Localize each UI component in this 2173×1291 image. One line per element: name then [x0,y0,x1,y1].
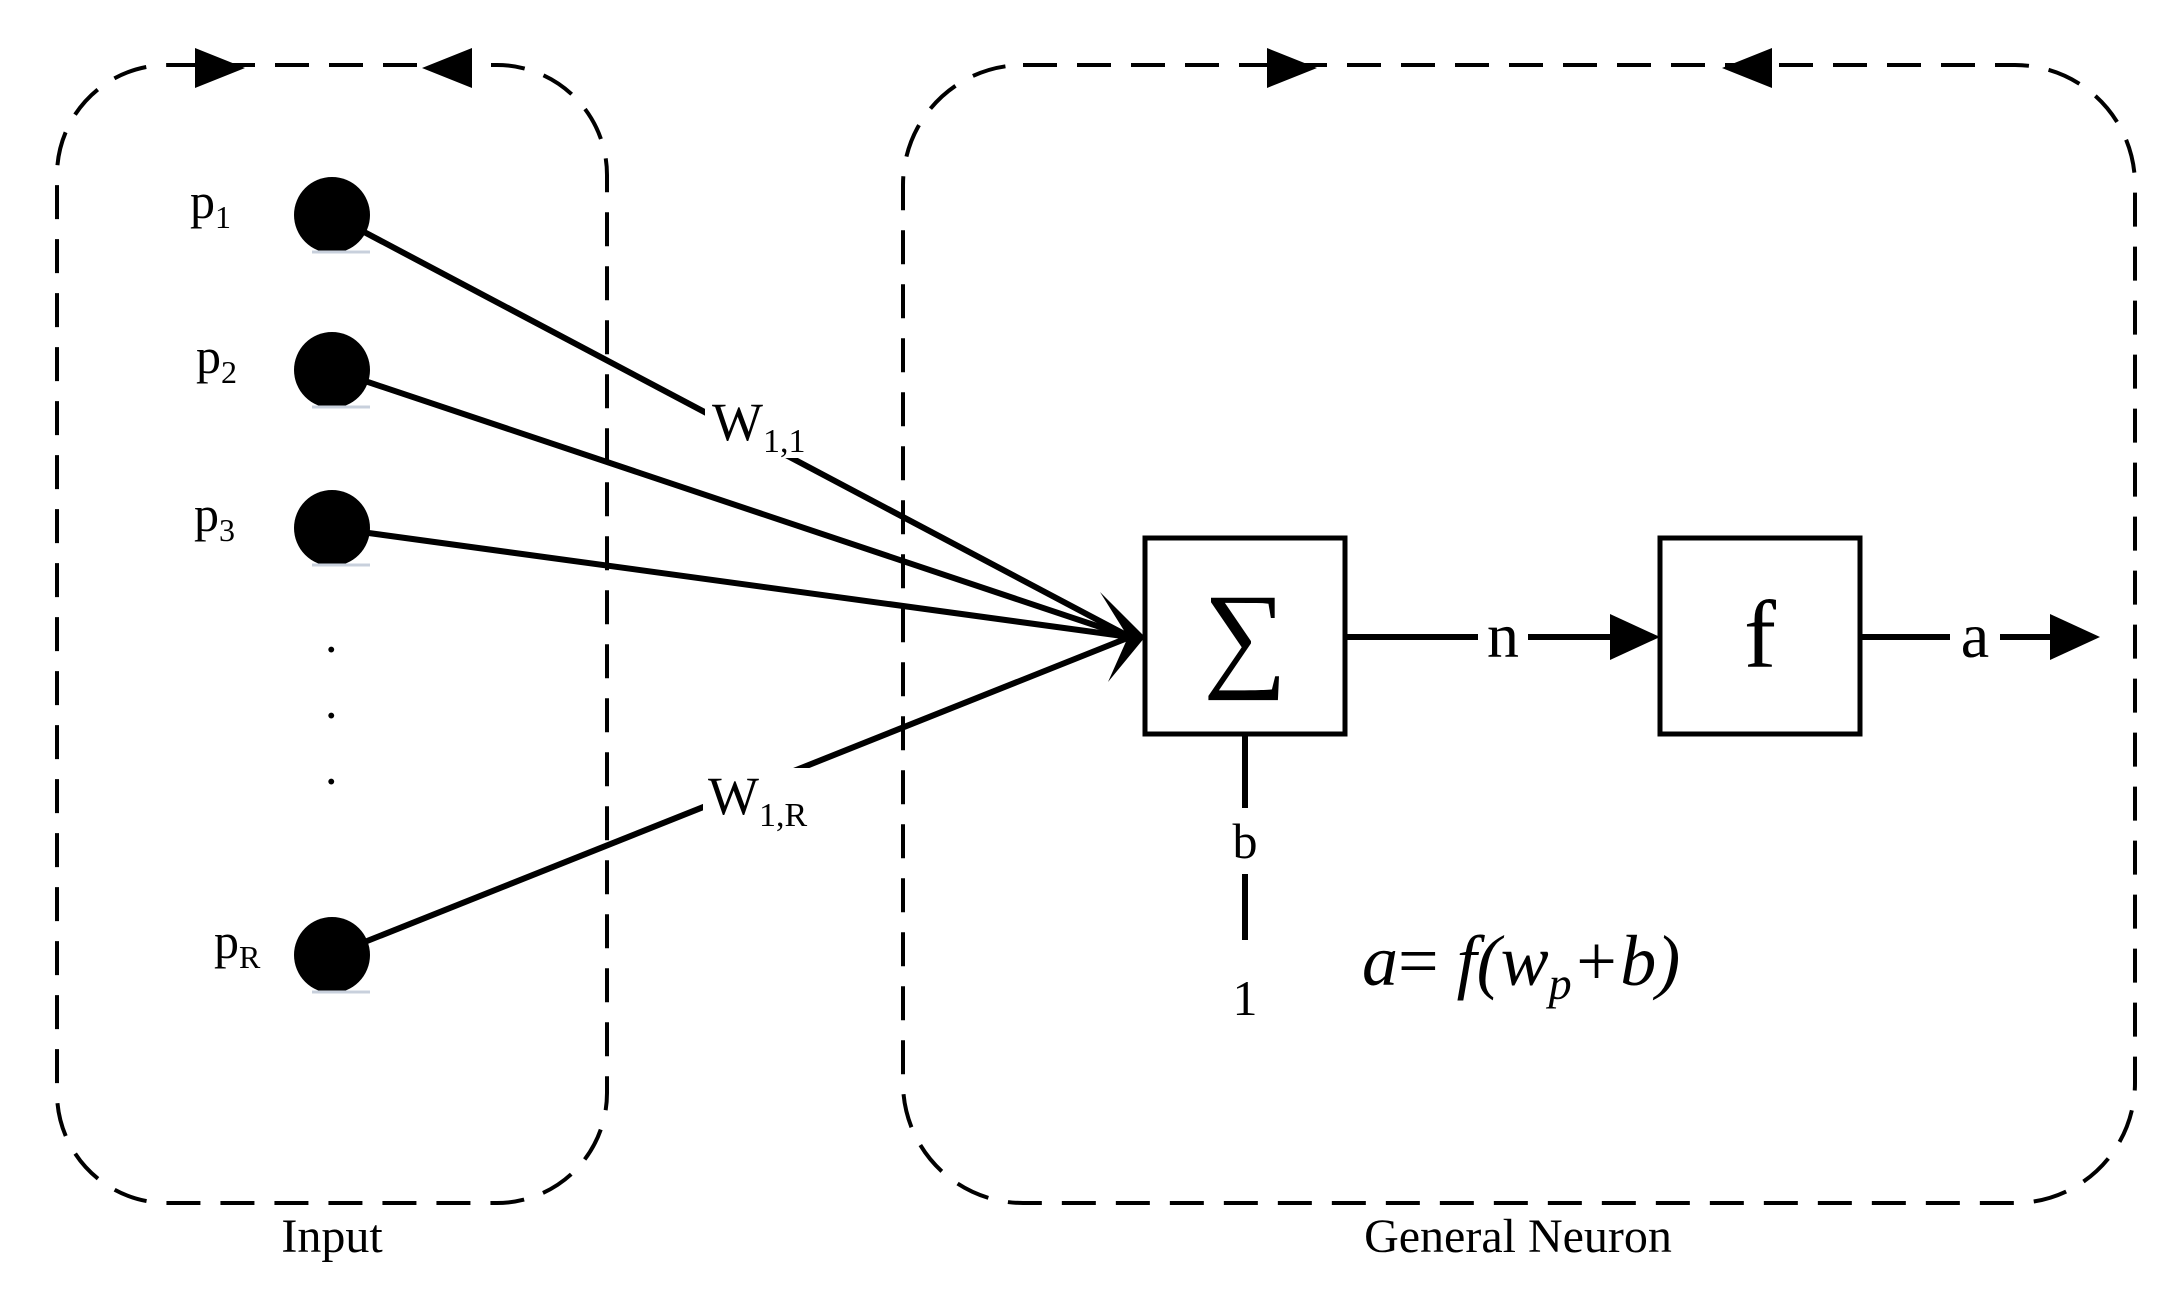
neuron-group-label: General Neuron [1364,1210,1672,1263]
summation-input-arrow [1100,592,1145,682]
output-label: a [1961,600,1989,671]
neuron-boundary-arrow-left [1722,48,1772,88]
ellipsis-dot-2: . [325,673,338,729]
weight-label-w11: W1,1 [712,392,805,460]
input-label-p2: p2 [196,328,237,390]
input-label-p3: p3 [194,486,235,548]
bias-label: b [1233,813,1258,869]
ellipsis-dot-1: . [325,607,338,663]
bias-input-label: 1 [1233,970,1258,1026]
bias-label-background [1222,808,1268,874]
transfer-function-label: f [1744,581,1776,688]
input-label-pR: pR [214,913,261,975]
input-group-label: Input [281,1210,383,1263]
summation-symbol: ∑ [1203,570,1287,701]
input-group-boundary [55,63,609,1205]
input-node-p1 [294,177,370,254]
input-label-p1: p1 [190,173,231,235]
net-input-arrow [1610,614,1660,660]
output-arrow [2050,614,2100,660]
input-boundary-arrow-left [422,48,472,88]
input-node-p3 [294,490,370,567]
neuron-formula: a= f(wp+b) [1362,921,1680,1009]
net-label: n [1487,600,1519,671]
connection-line-p3 [331,525,1131,640]
weight-label-w1R-background [703,768,821,834]
input-node-pR [294,917,370,994]
neuron-boundary-arrow-right [1267,48,1317,88]
neuron-group-boundary [901,63,2137,1205]
input-node-p2 [294,332,370,409]
transfer-function-box [1657,535,1863,737]
net-label-background [1478,600,1528,670]
output-label-background [1950,600,2000,670]
weight-label-w1R: W1,R [708,766,807,834]
weight-label-w11-background [705,390,820,458]
summation-box [1142,535,1348,737]
ellipsis-dot-3: . [325,739,338,795]
connection-line-p2 [331,367,1131,640]
input-boundary-arrow-right [195,48,245,88]
